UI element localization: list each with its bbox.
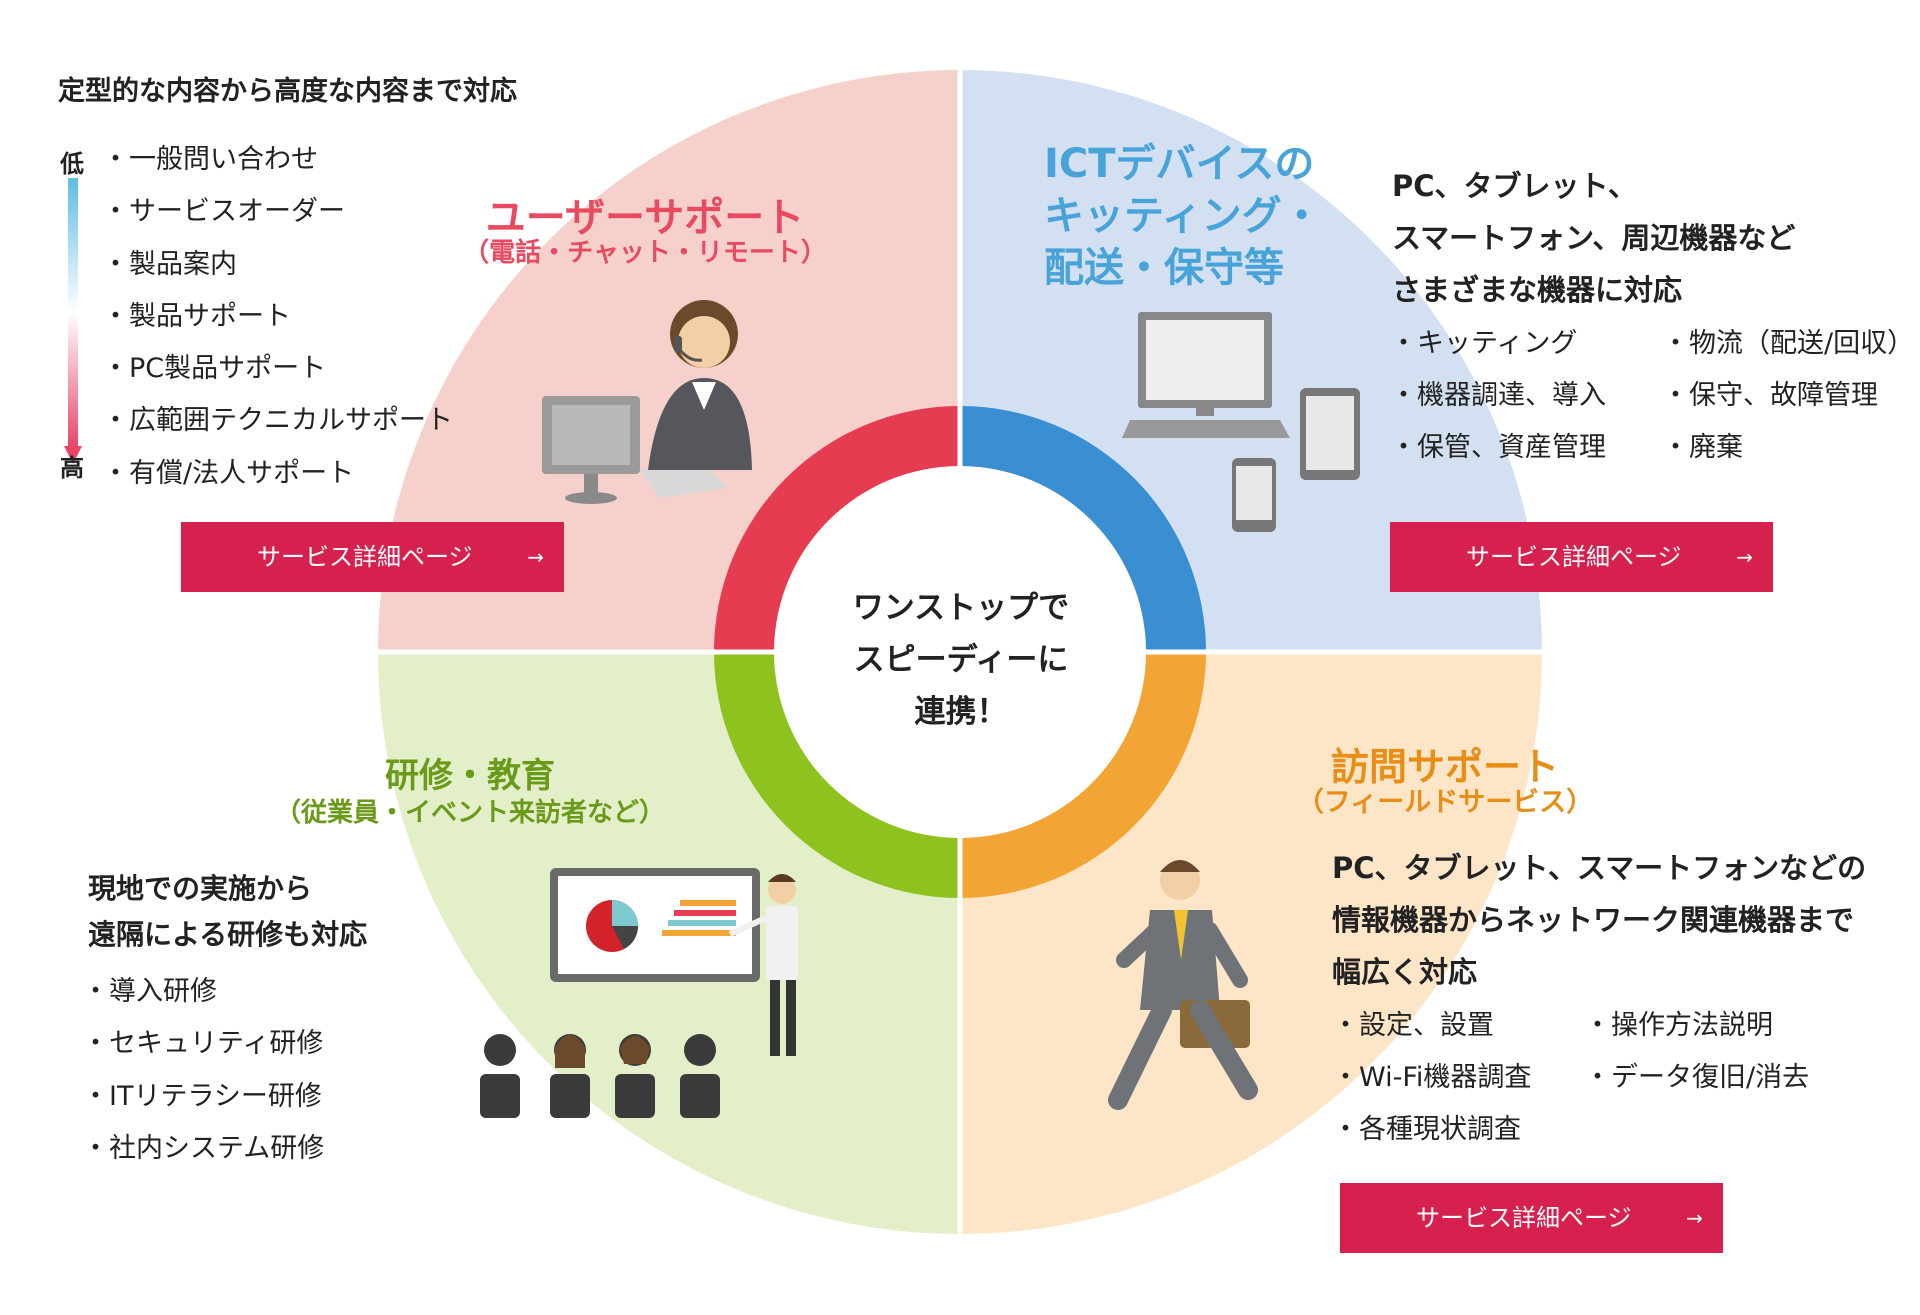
center-message: ワンストップで スピーディーに 連携！: [787, 582, 1135, 738]
ict-detail-button[interactable]: サービス詳細ページ →: [1390, 522, 1773, 592]
visit-items-col1: 設定、設置 Wi-Fi機器調査 各種現状調査: [1332, 1000, 1531, 1156]
list-item: 各種現状調査: [1332, 1104, 1531, 1156]
arrow-icon: →: [1736, 545, 1753, 569]
list-item: 操作方法説明: [1584, 1000, 1809, 1052]
list-item: キッティング: [1390, 318, 1606, 370]
training-title: 研修・教育: [385, 756, 555, 796]
list-item: 廃棄: [1662, 422, 1914, 474]
ict-desc-line: さまざまな機器に対応: [1392, 273, 1683, 307]
visit-subtitle: （フィールドサービス）: [1296, 787, 1594, 818]
ict-items-col2: 物流（配送/回収） 保守、故障管理 廃棄: [1662, 318, 1914, 474]
devices-icon: [1122, 312, 1360, 532]
user-support-title: ユーザーサポート: [485, 195, 805, 241]
button-label: サービス詳細ページ: [1466, 543, 1682, 571]
list-item: 製品サポート: [102, 291, 453, 343]
center-line: 連携！: [914, 694, 1008, 730]
scale-arrow-icon: [64, 178, 82, 464]
user-support-detail-button[interactable]: サービス詳細ページ →: [181, 522, 564, 592]
operator-headset-icon: [542, 300, 752, 504]
center-line: スピーディーに: [853, 642, 1069, 678]
ict-title: ICTデバイスの キッティング・ 配送・保守等: [1044, 138, 1322, 294]
list-item: 有償/法人サポート: [102, 448, 453, 500]
list-item: 導入研修: [82, 966, 324, 1018]
visit-detail-button[interactable]: サービス詳細ページ →: [1340, 1183, 1723, 1253]
list-item: 機器調達、導入: [1390, 370, 1606, 422]
ict-title-line: 配送・保守等: [1044, 245, 1284, 291]
list-item: 製品案内: [102, 239, 453, 291]
difficulty-scale: 低 高: [60, 140, 84, 482]
scale-low-label: 低: [60, 150, 84, 178]
list-item: データ復旧/消去: [1584, 1052, 1809, 1104]
ict-title-line: キッティング・: [1044, 193, 1322, 239]
arrow-icon: →: [1686, 1206, 1703, 1230]
training-desc-line: 遠隔による研修も対応: [88, 918, 368, 951]
visit-desc-line: 幅広く対応: [1332, 955, 1478, 989]
ict-title-line: ICTデバイスの: [1044, 141, 1315, 187]
inquiry-level-list: 一般問い合わせ サービスオーダー 製品案内 製品サポート PC製品サポート 広範…: [102, 134, 453, 500]
training-subtitle: （従業員・イベント来訪者など）: [274, 798, 665, 828]
list-item: ITリテラシー研修: [82, 1071, 324, 1123]
list-item: 社内システム研修: [82, 1123, 324, 1175]
scale-high-label: 高: [60, 454, 84, 482]
user-support-subtitle: （電話・チャット・リモート）: [463, 238, 827, 268]
ict-items-col1: キッティング 機器調達、導入 保管、資産管理: [1390, 318, 1606, 474]
visit-desc-line: PC、タブレット、スマートフォンなどの: [1332, 851, 1867, 885]
training-items: 導入研修 セキュリティ研修 ITリテラシー研修 社内システム研修: [82, 966, 324, 1175]
ict-desc-line: スマートフォン、周辺機器など: [1392, 221, 1796, 255]
top-left-heading: 定型的な内容から高度な内容まで対応: [58, 76, 517, 107]
visit-title: 訪問サポート: [1330, 745, 1559, 789]
list-item: 物流（配送/回収）: [1662, 318, 1914, 370]
ict-description: PC、タブレット、 スマートフォン、周辺機器など さまざまな機器に対応: [1392, 160, 1795, 316]
list-item: セキュリティ研修: [82, 1018, 324, 1070]
list-item: 広範囲テクニカルサポート: [102, 395, 453, 447]
ict-desc-line: PC、タブレット、: [1392, 169, 1637, 203]
training-description: 現地での実施から 遠隔による研修も対応: [88, 866, 367, 958]
visit-desc-line: 情報機器からネットワーク関連機器まで: [1332, 903, 1855, 937]
training-desc-line: 現地での実施から: [88, 872, 313, 905]
list-item: PC製品サポート: [102, 343, 453, 395]
list-item: 保管、資産管理: [1390, 422, 1606, 474]
center-line: ワンストップで: [852, 590, 1070, 626]
list-item: サービスオーダー: [102, 186, 453, 238]
list-item: 設定、設置: [1332, 1000, 1531, 1052]
visit-description: PC、タブレット、スマートフォンなどの 情報機器からネットワーク関連機器まで 幅…: [1332, 842, 1866, 998]
visit-items-col2: 操作方法説明 データ復旧/消去: [1584, 1000, 1809, 1104]
list-item: 保守、故障管理: [1662, 370, 1914, 422]
list-item: 一般問い合わせ: [102, 134, 453, 186]
button-label: サービス詳細ページ: [257, 543, 473, 571]
running-businessman-icon: [1108, 860, 1258, 1110]
list-item: Wi-Fi機器調査: [1332, 1052, 1531, 1104]
presentation-icon: [480, 868, 798, 1118]
arrow-icon: →: [527, 545, 544, 569]
center-circle: [774, 466, 1146, 838]
button-label: サービス詳細ページ: [1416, 1204, 1632, 1232]
